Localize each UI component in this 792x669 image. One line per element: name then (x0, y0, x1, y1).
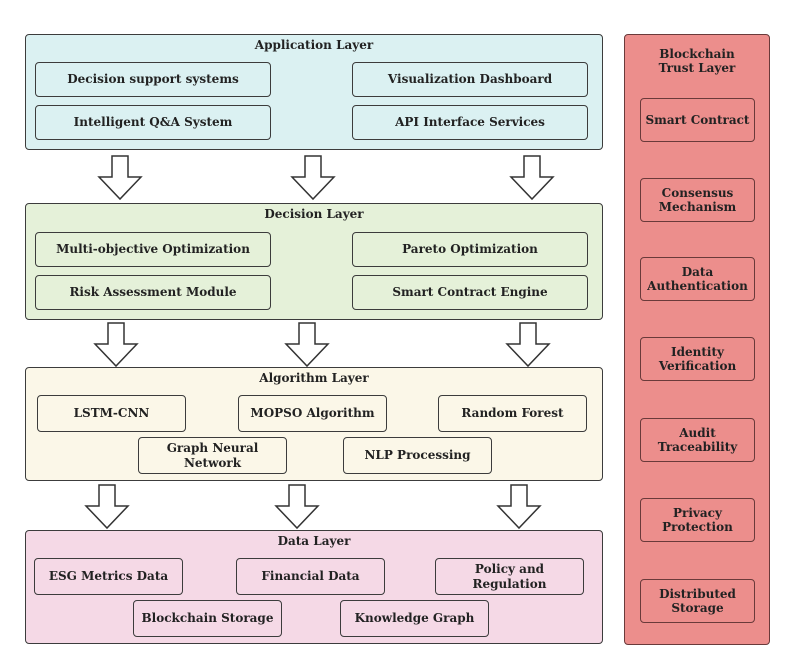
smart-contract-engine-box: Smart Contract Engine (352, 275, 588, 310)
mopso-algorithm-box: MOPSO Algorithm (238, 395, 387, 432)
consensus-mechanism-box: Consensus Mechanism (640, 178, 755, 222)
visualization-dashboard-box: Visualization Dashboard (352, 62, 588, 97)
blockchain-storage-box: Blockchain Storage (133, 600, 282, 637)
down-arrow-icon (97, 155, 143, 201)
application-layer-title: Application Layer (254, 38, 374, 52)
lstm-cnn-box: LSTM-CNN (37, 395, 186, 432)
multi-objective-optimization-box: Multi-objective Optimization (35, 232, 271, 267)
smart-contract-box: Smart Contract (640, 98, 755, 142)
financial-data-box: Financial Data (236, 558, 385, 595)
privacy-protection-box: Privacy Protection (640, 498, 755, 542)
intelligent-qa-system-box: Intelligent Q&A System (35, 105, 271, 140)
application-layer: Application Layer Decision support syste… (25, 34, 603, 150)
decision-support-systems-box: Decision support systems (35, 62, 271, 97)
down-arrow-icon (84, 484, 130, 530)
blockchain-trust-layer-title: Blockchain Trust Layer (658, 46, 736, 75)
algorithm-layer: Algorithm Layer LSTM-CNN MOPSO Algorithm… (25, 367, 603, 481)
algorithm-layer-title: Algorithm Layer (259, 371, 369, 385)
down-arrow-icon (93, 322, 139, 368)
risk-assessment-module-box: Risk Assessment Module (35, 275, 271, 310)
identity-verification-box: Identity Verification (640, 337, 755, 381)
policy-and-regulation-box: Policy and Regulation (435, 558, 584, 595)
pareto-optimization-box: Pareto Optimization (352, 232, 588, 267)
esg-metrics-data-box: ESG Metrics Data (34, 558, 183, 595)
down-arrow-icon (505, 322, 551, 368)
distributed-storage-box: Distributed Storage (640, 579, 755, 623)
api-interface-services-box: API Interface Services (352, 105, 588, 140)
down-arrow-icon (509, 155, 555, 201)
data-authentication-box: Data Authentication (640, 257, 755, 301)
down-arrow-icon (496, 484, 542, 530)
graph-neural-network-box: Graph Neural Network (138, 437, 287, 474)
data-layer-title: Data Layer (277, 534, 351, 548)
down-arrow-icon (274, 484, 320, 530)
decision-layer-title: Decision Layer (264, 207, 364, 221)
down-arrow-icon (290, 155, 336, 201)
knowledge-graph-box: Knowledge Graph (340, 600, 489, 637)
nlp-processing-box: NLP Processing (343, 437, 492, 474)
down-arrow-icon (284, 322, 330, 368)
decision-layer: Decision Layer Multi-objective Optimizat… (25, 203, 603, 320)
blockchain-trust-layer: Blockchain Trust Layer Smart Contract Co… (624, 34, 770, 645)
data-layer: Data Layer ESG Metrics Data Financial Da… (25, 530, 603, 644)
audit-traceability-box: Audit Traceability (640, 418, 755, 462)
random-forest-box: Random Forest (438, 395, 587, 432)
